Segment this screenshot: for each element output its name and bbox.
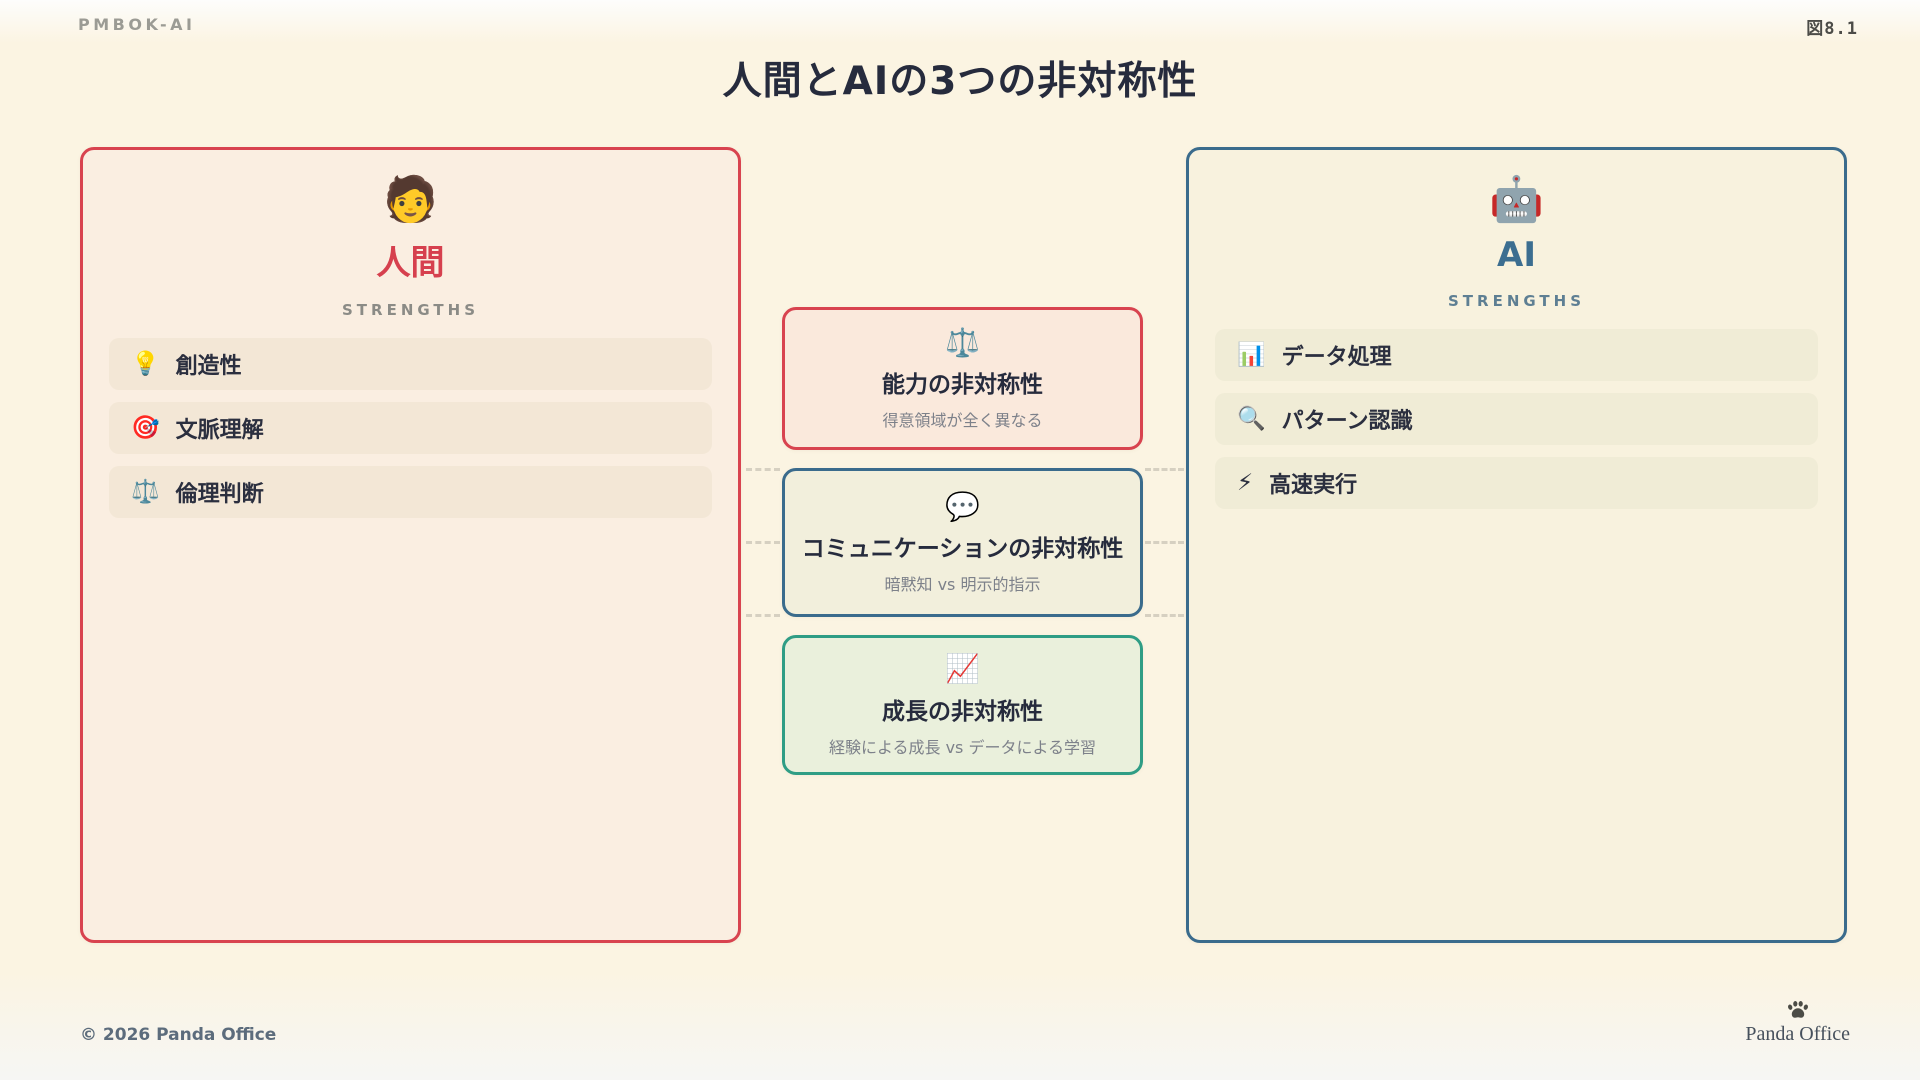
capability-asymmetry-box: ⚖️ 能力の非対称性 得意領域が全く異なる (782, 307, 1143, 450)
robot-icon: 🤖 (1489, 174, 1544, 225)
scales-icon: ⚖️ (945, 325, 980, 359)
lightbulb-icon: 💡 (131, 350, 160, 377)
logo-text: Panda Office (1745, 1023, 1850, 1045)
asymmetry-subtitle: 得意領域が全く異なる (882, 411, 1043, 431)
list-item-label: 倫理判断 (175, 482, 264, 507)
human-strengths-list: 💡 創造性 🎯 文脈理解 ⚖️ 倫理判断 (109, 338, 712, 518)
list-item: 💡 創造性 (109, 338, 712, 390)
human-panel: 🧑 人間 STRENGTHS 💡 創造性 🎯 文脈理解 ⚖️ 倫理判断 (80, 147, 741, 943)
asymmetry-title: 能力の非対称性 (882, 372, 1043, 399)
asymmetry-title: コミュニケーションの非対称性 (801, 536, 1124, 563)
paw-icon (1787, 1001, 1808, 1018)
speech-bubble-icon: 💬 (945, 489, 980, 523)
lightning-icon: ⚡ (1237, 469, 1254, 496)
person-icon: 🧑 (383, 174, 438, 225)
dashed-connector (746, 468, 780, 471)
list-item-label: データ処理 (1281, 345, 1392, 370)
ai-strengths-list: 📊 データ処理 🔍 パターン認識 ⚡ 高速実行 (1215, 329, 1818, 509)
magnifier-icon: 🔍 (1237, 405, 1266, 432)
ai-strengths-label: STRENGTHS (1447, 292, 1586, 310)
panda-office-logo: Panda Office (1745, 1000, 1850, 1046)
scales-icon: ⚖️ (131, 478, 160, 505)
dashed-connector (1145, 541, 1184, 544)
brand-label: PMBOK-AI (78, 15, 196, 34)
copyright-text: © 2026 Panda Office (80, 1025, 277, 1045)
list-item-label: 創造性 (175, 354, 242, 379)
asymmetry-subtitle: 経験による成長 vs データによる学習 (828, 737, 1097, 757)
asymmetry-subtitle: 暗黙知 vs 明示的指示 (884, 575, 1041, 595)
dashed-connector (746, 614, 780, 617)
list-item: 🔍 パターン認識 (1215, 393, 1818, 445)
list-item-label: パターン認識 (1281, 409, 1413, 434)
human-panel-title: 人間 (376, 243, 445, 283)
list-item: 🎯 文脈理解 (109, 402, 712, 454)
list-item-label: 文脈理解 (175, 418, 264, 443)
target-icon: 🎯 (131, 414, 160, 441)
dashed-connector (746, 541, 780, 544)
list-item-label: 高速実行 (1269, 473, 1358, 498)
ai-panel: 🤖 AI STRENGTHS 📊 データ処理 🔍 パターン認識 ⚡ 高速実行 (1186, 147, 1847, 943)
communication-asymmetry-box: 💬 コミュニケーションの非対称性 暗黙知 vs 明示的指示 (782, 468, 1143, 617)
list-item: ⚡ 高速実行 (1215, 457, 1818, 509)
human-strengths-label: STRENGTHS (341, 301, 480, 319)
dashed-connector (1145, 614, 1184, 617)
dashed-connector (1145, 468, 1184, 471)
page-title: 人間とAIの3つの非対称性 (722, 59, 1198, 104)
list-item: ⚖️ 倫理判断 (109, 466, 712, 518)
growth-asymmetry-box: 📈 成長の非対称性 経験による成長 vs データによる学習 (782, 635, 1143, 775)
asymmetry-title: 成長の非対称性 (882, 698, 1043, 725)
bar-chart-icon: 📊 (1237, 341, 1266, 368)
list-item: 📊 データ処理 (1215, 329, 1818, 381)
chart-increasing-icon: 📈 (945, 652, 980, 686)
ai-panel-title: AI (1497, 235, 1536, 275)
figure-number-label: 図8.1 (1806, 19, 1858, 39)
